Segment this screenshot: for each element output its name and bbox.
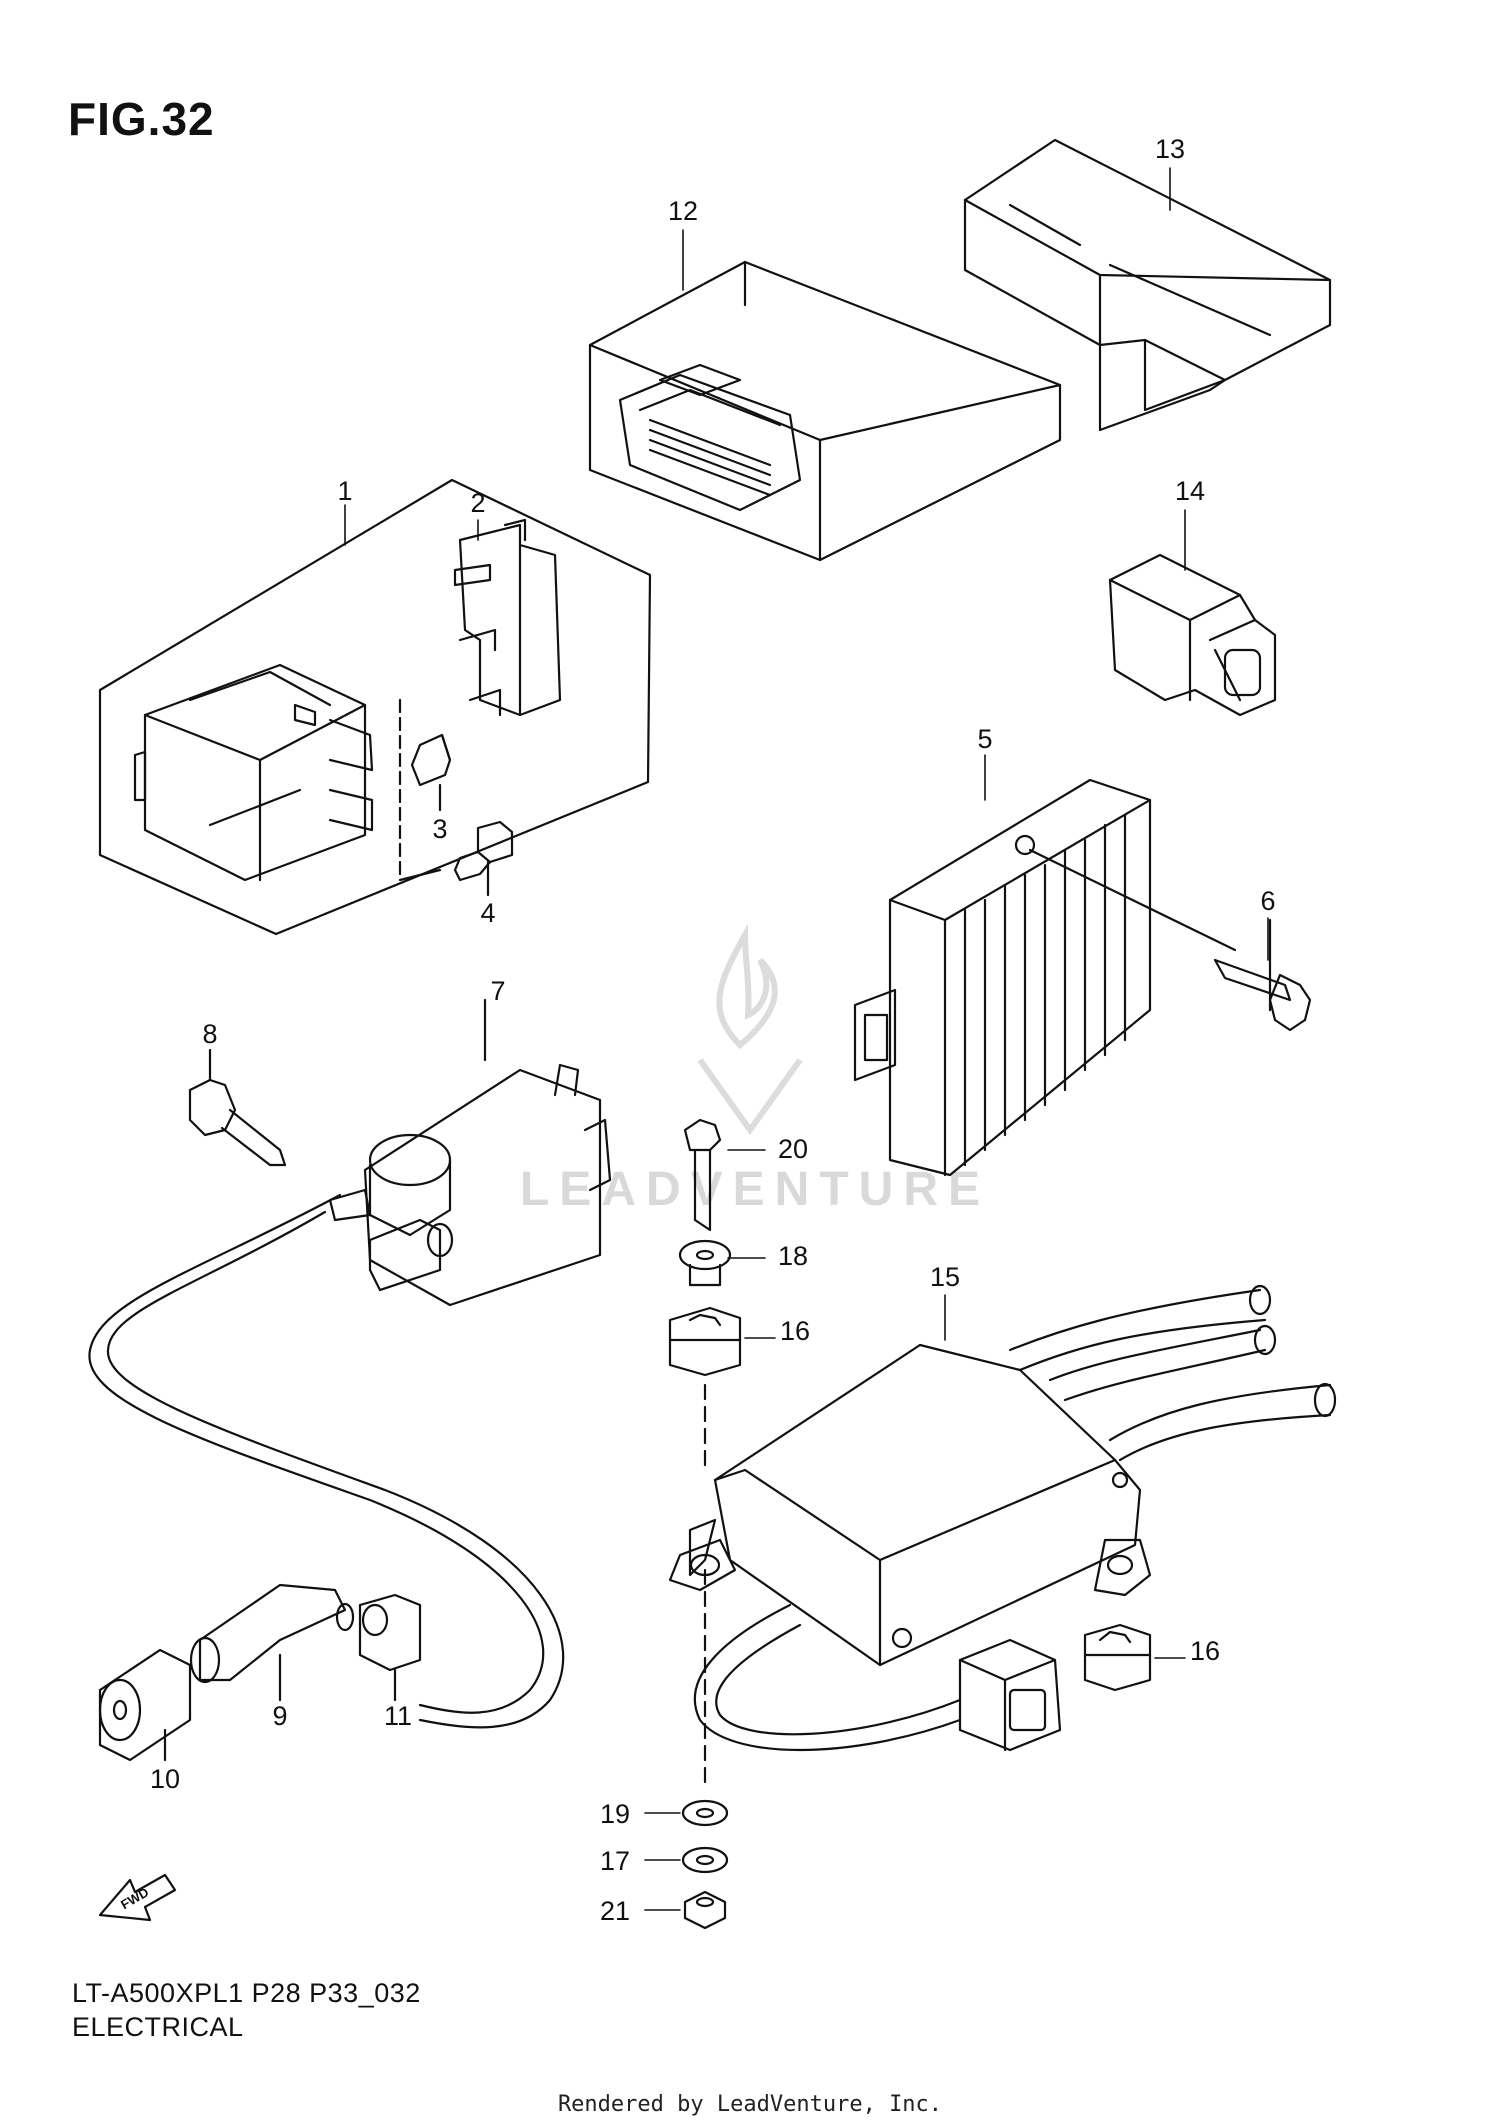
callout-17: 17	[600, 1846, 630, 1876]
callout-11: 11	[384, 1701, 412, 1731]
watermark-text: LEADVENTURE	[520, 1163, 990, 1216]
grommet-upper	[670, 1308, 740, 1375]
callout-14: 14	[1175, 476, 1205, 506]
control-unit	[670, 1345, 1150, 1665]
relay-holder	[455, 520, 560, 715]
small-bolt	[455, 822, 512, 895]
callout-12: 12	[668, 196, 698, 226]
wire-harness-right	[1010, 1286, 1335, 1460]
bolt-8	[190, 1050, 285, 1165]
fuse	[412, 735, 450, 810]
washer-19	[683, 1801, 727, 1825]
callout-3: 3	[432, 814, 447, 844]
ht-cable	[89, 1195, 563, 1727]
callout-19: 19	[600, 1799, 630, 1829]
starter-relay	[135, 665, 372, 880]
ht-boot	[360, 1595, 420, 1700]
collar-18	[680, 1241, 730, 1285]
callout-1: 1	[337, 476, 352, 506]
rendered-by-credit: Rendered by LeadVenture, Inc.	[557, 2092, 943, 2117]
wire-harness-lower	[695, 1605, 1060, 1750]
diagram-code: LT-A500XPL1 P28 P33_032	[72, 1978, 421, 2008]
ignition-coil	[330, 1065, 610, 1305]
connector-14	[1110, 555, 1275, 715]
leader-lines	[210, 168, 1268, 1910]
callout-labels: 1 2 3 4 5 6 7 8 9 10 11 12 13 14 15 16 1…	[150, 134, 1276, 1926]
callout-16-upper: 16	[780, 1316, 810, 1346]
callout-16-lower: 16	[1190, 1636, 1220, 1666]
bolt-20	[685, 1120, 720, 1230]
spark-plug-cap	[191, 1585, 345, 1700]
callout-13: 13	[1155, 134, 1185, 164]
callout-9: 9	[272, 1701, 287, 1731]
callout-7: 7	[490, 976, 505, 1006]
grommet-lower	[1085, 1625, 1150, 1690]
regulator-rectifier	[855, 780, 1150, 1175]
callout-2: 2	[470, 488, 485, 518]
ecm-cover	[965, 140, 1330, 430]
callout-4: 4	[480, 898, 495, 928]
callout-6: 6	[1260, 886, 1275, 916]
callout-10: 10	[150, 1764, 180, 1794]
ht-seal	[337, 1604, 353, 1630]
washer-17	[683, 1848, 727, 1872]
cap-cover	[100, 1650, 190, 1760]
callout-18: 18	[778, 1241, 808, 1271]
callout-15: 15	[930, 1262, 960, 1292]
callout-8: 8	[202, 1019, 217, 1049]
diagram-section-title: ELECTRICAL	[72, 2012, 244, 2042]
bolt-6	[1215, 920, 1310, 1030]
fwd-arrow-icon	[100, 1875, 175, 1920]
callout-5: 5	[977, 724, 992, 754]
relay-box-outline	[100, 480, 650, 934]
figure-title: FIG.32	[68, 93, 215, 145]
nut-21	[685, 1892, 725, 1928]
watermark-logo	[700, 935, 800, 1130]
callout-20: 20	[778, 1134, 808, 1164]
ecm-unit	[590, 262, 1060, 560]
callout-21: 21	[600, 1896, 630, 1926]
